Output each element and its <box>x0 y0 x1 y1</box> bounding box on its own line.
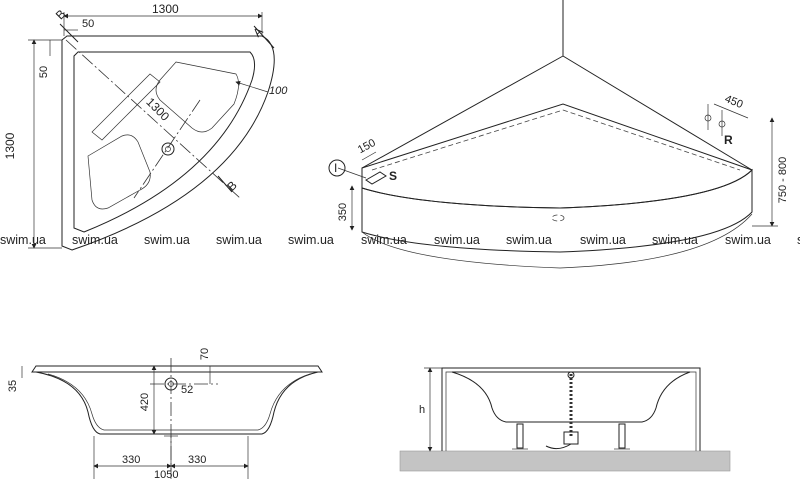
dim-width-label: 1300 <box>152 2 179 16</box>
section-b-line-top <box>59 23 79 43</box>
section-a-line <box>253 25 275 49</box>
siphon <box>545 431 579 450</box>
section-rim <box>31 365 323 373</box>
section-a-label: A <box>250 24 266 40</box>
tub-body <box>451 371 691 423</box>
dim-rim-left-label: 50 <box>38 66 50 78</box>
left-mark-circle <box>328 159 346 177</box>
valve-box-left <box>365 171 387 185</box>
tub-outer-rim <box>61 35 275 251</box>
watermark: swim.ua <box>580 233 626 247</box>
dim-rim-top-label: 50 <box>82 18 94 30</box>
top-view-plan: B B A 1300 50 1300 50 1300 100 <box>3 2 288 251</box>
rim-back-right <box>562 109 741 171</box>
right-side-label: R <box>724 133 733 147</box>
diagonal-centerline <box>65 39 241 199</box>
watermark-row: swim.ua swim.ua swim.ua swim.ua swim.ua … <box>0 233 800 247</box>
rim-back-left <box>371 109 564 171</box>
seat-panel-small <box>87 134 151 210</box>
overflow-cap <box>567 371 575 379</box>
section-b-label-top: B <box>53 7 69 23</box>
leg-left <box>516 423 524 449</box>
dim-valve-height-label: 350 <box>337 203 349 221</box>
rim-top-edge <box>361 103 753 209</box>
valve-right-cap-b <box>718 120 726 128</box>
watermark: swim.ua <box>797 233 800 247</box>
tub-inner-basin <box>73 51 256 233</box>
watermark: swim.ua <box>72 233 118 247</box>
floor-drain <box>551 214 565 222</box>
wall-edge-left <box>361 55 564 169</box>
dim-diagonal-label: 1300 <box>143 95 172 124</box>
floor-slab <box>399 450 731 472</box>
watermark: swim.ua <box>216 233 262 247</box>
dim-half-right-label: 330 <box>188 454 206 466</box>
dim-rim-label: 35 <box>7 380 19 392</box>
dim-valve-offset-line <box>361 151 377 161</box>
drain-inner <box>165 146 171 152</box>
side-view: h <box>399 367 731 472</box>
step-strip <box>91 73 161 141</box>
left-mark-label: I <box>334 161 337 175</box>
watermark: swim.ua <box>506 233 552 247</box>
dim-overflow-top-label: 70 <box>199 348 211 360</box>
section-b-label-bottom: B <box>224 178 240 194</box>
section-b-line-bottom <box>217 175 233 193</box>
seat-panel-large <box>155 61 239 133</box>
radius-leader <box>235 80 269 93</box>
front-apron <box>361 168 753 253</box>
watermark: swim.ua <box>434 233 480 247</box>
wall-edge-right <box>562 55 753 171</box>
dim-right-offset-line <box>713 103 749 119</box>
leg-right <box>618 423 626 449</box>
dim-drain-offset-label: 52 <box>181 384 193 396</box>
radius-label: 100 <box>269 85 288 97</box>
section-outer-shell <box>35 371 319 435</box>
watermark: swim.ua <box>361 233 407 247</box>
left-side-label: S <box>389 169 397 183</box>
dim-h-label: h <box>419 404 425 416</box>
drain-outer <box>161 142 175 156</box>
watermark: swim.ua <box>288 233 334 247</box>
section-view: 35 70 420 52 330 330 1050 <box>7 348 323 479</box>
dim-depth-label: 420 <box>139 393 151 411</box>
watermark: swim.ua <box>144 233 190 247</box>
dim-half-left-label: 330 <box>122 454 140 466</box>
cross-centerline <box>133 99 201 199</box>
support-frame <box>441 367 701 451</box>
perspective-view: I S 150 350 450 R 750 - 800 <box>328 0 789 269</box>
valve-right-cap-a <box>704 114 712 122</box>
floor-outline <box>361 213 753 269</box>
valve-leader-left <box>337 167 367 179</box>
section-inner-shell <box>47 373 311 431</box>
dim-total-height-label: 750 - 800 <box>777 157 789 203</box>
watermark: swim.ua <box>0 233 46 247</box>
dim-depth-label: 1300 <box>3 132 17 159</box>
watermark: swim.ua <box>652 233 698 247</box>
dim-width-label: 1050 <box>154 469 178 479</box>
watermark: swim.ua <box>725 233 771 247</box>
dim-right-offset-label: 450 <box>723 93 745 111</box>
